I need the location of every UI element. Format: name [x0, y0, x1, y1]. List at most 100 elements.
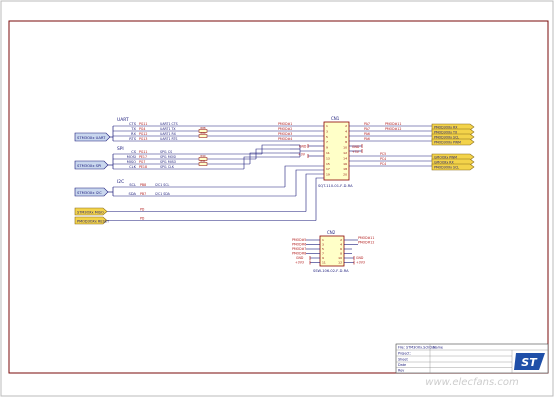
cn1-left-net-4: PMOD#4 — [278, 137, 292, 141]
cn1-gnd-label: GND — [299, 145, 307, 149]
left-bus-trunks — [108, 126, 114, 196]
cn2-left-net-3: PMOD#7 — [292, 247, 306, 251]
uart-net-tx: PG4 — [139, 127, 145, 131]
uart-group-label: UART — [117, 117, 129, 123]
watermark: www.elecfans.com — [425, 377, 519, 388]
cn1-right-pa-1: PA7 — [364, 122, 370, 126]
cn2-part-number: SSW-106-02-F-D-RA — [313, 269, 349, 273]
i2c-row-scl: SCL PB8 I2C1 SCL — [113, 165, 324, 188]
title-sheet-label: Sheet — [398, 358, 408, 362]
cn1-right-pmod-1: PMOD#11 — [385, 122, 401, 126]
uart-pin-tx: TX — [130, 127, 136, 131]
uart-row-rx: RX PG12 UART1 RX R89 — [113, 131, 290, 138]
cn2-left-3v3: +3V3 — [295, 261, 304, 265]
cn2-body — [319, 235, 345, 267]
st-logo-text: ST — [521, 356, 538, 369]
spi-row-mosi: MOSI PE17 SPI1 MOSI R90 — [113, 148, 290, 161]
right-port-1-label: PMOD3OXx RX — [434, 125, 458, 129]
cn2-right-net-2: PMOD#12 — [358, 241, 374, 245]
uart-pin-cts: CTS — [129, 122, 137, 126]
right-port-4-label: PMOD3OXx PWM — [434, 140, 461, 144]
uart-row-rts: RTS PG13 UART1 RTS — [113, 137, 290, 142]
spi-net-clk: PE18 — [139, 165, 147, 169]
cn2-right-3v3: +3V3 — [356, 261, 365, 265]
cn2-pin-right-12: 12 — [338, 261, 342, 265]
uart-row-tx: TX PG4 UART1 TX R88 — [113, 126, 290, 133]
left-port-extra-2-label: PMOD3OXx RESET — [77, 220, 110, 224]
cn2-pin-left-1: 1 — [322, 238, 324, 242]
spi-net-cs: PG11 — [139, 150, 147, 154]
cn1-right-pc-3: PC4 — [380, 162, 386, 166]
uart-signal-rx: UART1 RX — [160, 132, 177, 136]
cn1-pin-right-2: 2 — [345, 124, 347, 128]
left-port-uart[interactable]: STM3OXx UART — [74, 132, 111, 142]
title-project-label: Project: — [398, 352, 411, 356]
title-block: File: STM3OXx.SchDoc Name Project: Sheet… — [395, 343, 549, 374]
cn1-right-3v: +3V — [352, 150, 360, 154]
cn1-pin-right-10: 10 — [343, 146, 347, 150]
cn1-right-nets: PA7 PA7 PA6 PA6 PC5 PC4 PC4 PMOD#11 PMOD… — [349, 122, 432, 167]
cn2-ref: CN2 — [327, 230, 336, 235]
cn2-right-gnd: GND — [356, 256, 364, 260]
cn1-left-net-2: PMOD#2 — [278, 127, 292, 131]
i2c-row-sda: SDA PB7 I2C1 SDA — [113, 169, 324, 197]
title-file-label: File: — [398, 346, 405, 350]
left-port-spi[interactable]: STM3OXx SPI — [74, 160, 109, 170]
cn1-pin-left-11: 11 — [326, 151, 330, 155]
i2c-rows: SCL PB8 I2C1 SCL SDA PB7 I2C1 SDA — [113, 165, 324, 197]
left-port-extra-1[interactable]: STM3OXx MISO — [74, 207, 108, 216]
cn1-right-pmod-2: PMOD#12 — [385, 127, 401, 131]
right-port-4[interactable]: PMOD3OXx PWM — [431, 138, 475, 146]
spi-signal-clk: SPI1 CLK — [160, 165, 175, 169]
extra-net-2: PD — [140, 217, 145, 221]
left-port-extra-2[interactable]: PMOD3OXx RESET — [74, 216, 110, 225]
uart-rows: CTS PG11 UART1 CTS TX PG4 UART1 TX R88 R… — [113, 122, 290, 142]
spi-signal-miso: SPI1 MISO — [160, 160, 177, 164]
uart-net-rts: PG13 — [139, 137, 147, 141]
uart-signal-cts: UART1 CTS — [160, 122, 178, 126]
spi-row-cs: CS PG11 SPI1 CS — [113, 144, 290, 155]
cn1-pin-right-16: 16 — [343, 162, 347, 166]
i2c-pin-sda: SDA — [129, 192, 137, 196]
cn1-pin-left-7: 7 — [326, 140, 328, 144]
extra-net-1: PD — [140, 208, 145, 212]
cn1-left-net-3: PMOD#3 — [278, 132, 292, 136]
cn2-pin-left-11: 11 — [322, 261, 326, 265]
cn2-pin-left-5: 5 — [322, 247, 324, 251]
extra-rows: PD PD — [107, 173, 324, 221]
left-port-i2c-label: STM3OXx I2C — [77, 191, 102, 195]
cn1-pin-right-4: 4 — [345, 129, 347, 133]
cn1-right-pa-4: PA6 — [364, 137, 370, 141]
spi-signal-cs: SPI1 CS — [160, 150, 172, 154]
left-port-extra-1-label: STM3OXx MISO — [77, 211, 104, 215]
right-port-3-label: PMOD3OXx SCL — [434, 135, 459, 139]
cn1-left-bus-labels: PMOD#1 PMOD#2 PMOD#3 PMOD#4 — [278, 122, 292, 141]
title-date-label: Date — [398, 363, 406, 367]
uart-pin-rx: RX — [131, 132, 136, 136]
cn2-left-gnd: GND — [296, 256, 304, 260]
uart-series-resistor-2-ref: R89 — [200, 131, 205, 135]
cn2-pin-left-3: 3 — [322, 243, 324, 247]
cn2-pin-left-9: 9 — [322, 256, 324, 260]
cn2-pin-left-7: 7 — [322, 252, 324, 256]
i2c-pin-scl: SCL — [129, 183, 136, 187]
cn1-right-pa-3: PA6 — [364, 132, 370, 136]
cn1-pin-right-14: 14 — [343, 156, 347, 160]
uart-signal-rts: UART1 RTS — [160, 137, 177, 141]
i2c-group-label: I2C — [117, 179, 124, 185]
spi-series-resistor-1-ref: R90 — [200, 154, 205, 158]
left-port-i2c[interactable]: STM3OXx I2C — [74, 187, 109, 197]
cn2-pin-right-8: 8 — [340, 252, 342, 256]
spi-series-resistor-2 — [198, 162, 208, 166]
right-port-7[interactable]: PMOD3OXx SCL — [431, 163, 475, 171]
cn1-pin-left-19: 19 — [326, 173, 330, 177]
cn1-right-pa-2: PA7 — [364, 127, 370, 131]
cn2-left-net-2: PMOD#6 — [292, 243, 306, 247]
left-port-spi-label: STM3OXx SPI — [77, 164, 101, 168]
title-file-value: STM3OXx.SchDoc — [406, 346, 436, 350]
uart-pin-rts: RTS — [129, 137, 136, 141]
cn1-right-pc-1: PC5 — [380, 152, 386, 156]
spi-series-resistor-1 — [198, 157, 208, 161]
cn1-pin-left-9: 9 — [326, 146, 328, 150]
